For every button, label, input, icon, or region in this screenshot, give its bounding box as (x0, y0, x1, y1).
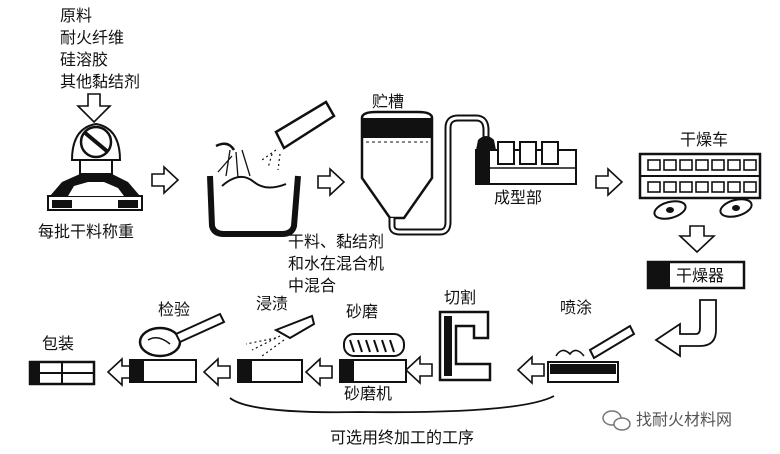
tank-label: 贮槽 (372, 92, 405, 111)
magnifier-icon (129, 312, 226, 383)
spray-label: 喷涂 (560, 298, 593, 317)
sanding-machine-label: 砂磨机 (344, 384, 393, 403)
raw-material-line-3: 硅溶胶 (60, 50, 109, 69)
mix-line-3: 中混合 (288, 276, 337, 295)
mix-line-2: 和水在混合机 (288, 254, 385, 273)
mix-line-1: 干料、黏结剂 (288, 232, 385, 251)
cut-label: 切割 (444, 288, 477, 307)
sanding-icon (339, 333, 407, 383)
optional-bracket (229, 395, 555, 414)
raw-material-line-4: 其他黏结剂 (60, 72, 141, 91)
package-icon (28, 360, 96, 386)
inspect-label: 检验 (158, 300, 191, 319)
drying-cart-icon (638, 152, 762, 220)
storage-tank-icon (360, 110, 496, 236)
weighing-scale-icon (47, 122, 143, 211)
down-arrow-icon (76, 93, 112, 124)
impregnate-label: 浸渍 (256, 294, 289, 313)
dry-cart-label: 干燥车 (680, 130, 729, 149)
watermark-text: 找耐火材料网 (636, 410, 733, 429)
wechat-icon (602, 410, 631, 431)
spray-coating-icon (547, 324, 636, 383)
raw-material-line-1: 原料 (60, 6, 93, 25)
sand-label: 砂磨 (346, 302, 379, 321)
cutting-icon (438, 310, 492, 382)
weigh-label: 每批干料称重 (38, 222, 135, 241)
dryer-icon (646, 260, 746, 290)
pack-label: 包装 (42, 334, 75, 353)
dryer-label: 干燥器 (676, 266, 725, 285)
forming-label: 成型部 (494, 188, 543, 207)
mixer-icon (207, 100, 336, 237)
down-arrow-icon (677, 225, 717, 254)
raw-material-line-2: 耐火纤维 (60, 28, 125, 47)
optional-finishing-label: 可选用终加工的工序 (330, 428, 475, 447)
forming-section-icon (475, 141, 577, 185)
impregnation-icon (237, 314, 316, 383)
return-arrow-icon (654, 299, 717, 358)
